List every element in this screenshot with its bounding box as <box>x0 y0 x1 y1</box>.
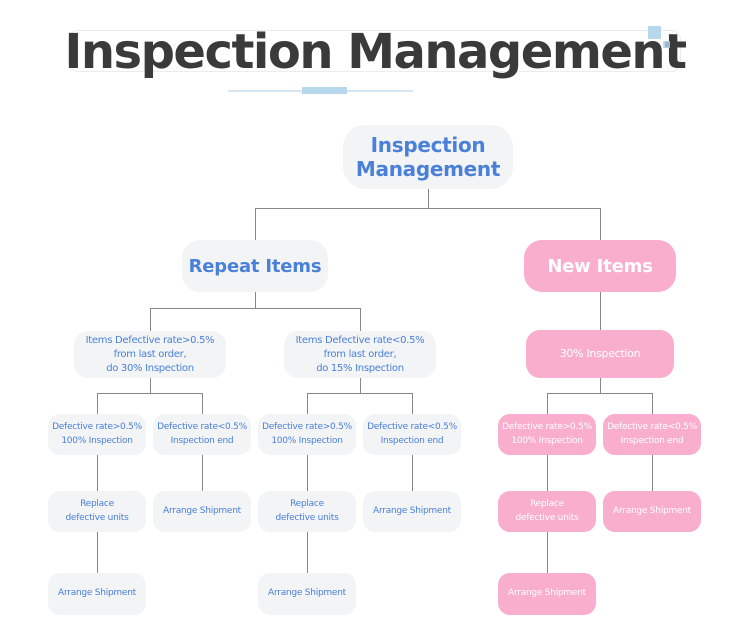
connector-line <box>97 455 98 491</box>
node-repeat-high-rule: Items Defective rate>0.5% from last orde… <box>74 331 226 378</box>
connector-line <box>255 208 601 209</box>
node-inspection-management: Inspection Management <box>343 125 513 189</box>
square-accent-icon <box>648 26 661 39</box>
node-30-inspection: 30% Inspection <box>526 330 674 378</box>
title-underline-accent <box>302 87 347 94</box>
node-defective-high-2: Defective rate>0.5% 100% Inspection <box>258 414 356 455</box>
connector-line <box>255 208 256 240</box>
title-card <box>68 30 681 72</box>
connector-line <box>97 393 98 414</box>
page-title: Inspection Management <box>64 24 687 80</box>
node-repeat-items: Repeat Items <box>182 240 328 292</box>
node-arrange-shipment-5: Arrange Shipment <box>258 573 356 615</box>
node-arrange-shipment-3: Arrange Shipment <box>603 491 701 532</box>
connector-line <box>547 393 653 394</box>
connector-line <box>428 189 429 208</box>
connector-line <box>652 455 653 491</box>
node-arrange-shipment-2: Arrange Shipment <box>363 491 461 532</box>
node-arrange-shipment-6: Arrange Shipment <box>498 573 596 615</box>
connector-line <box>255 292 256 308</box>
connector-line <box>150 308 151 331</box>
connector-line <box>307 393 413 394</box>
node-defective-low-2: Defective rate<0.5% Inspection end <box>363 414 461 455</box>
connector-line <box>547 532 548 573</box>
connector-line <box>360 308 361 331</box>
connector-line <box>412 455 413 491</box>
node-replace-units-3: Replace defective units <box>498 491 596 532</box>
connector-line <box>202 455 203 491</box>
node-repeat-low-rule: Items Defective rate<0.5% from last orde… <box>284 331 436 378</box>
connector-line <box>307 393 308 414</box>
node-arrange-shipment-1: Arrange Shipment <box>153 491 251 532</box>
connector-line <box>202 393 203 414</box>
connector-line <box>150 308 361 309</box>
connector-line <box>547 393 548 414</box>
connector-line <box>307 455 308 491</box>
connector-line <box>97 393 203 394</box>
connector-line <box>652 393 653 414</box>
square-accent-small-icon <box>663 41 670 48</box>
node-replace-units-2: Replace defective units <box>258 491 356 532</box>
node-defective-high-3: Defective rate>0.5% 100% Inspection <box>498 414 596 455</box>
connector-line <box>600 208 601 240</box>
node-replace-units-1: Replace defective units <box>48 491 146 532</box>
connector-line <box>97 532 98 573</box>
connector-line <box>150 378 151 393</box>
connector-line <box>600 292 601 330</box>
node-new-items: New Items <box>524 240 676 292</box>
node-defective-high-1: Defective rate>0.5% 100% Inspection <box>48 414 146 455</box>
node-defective-low-1: Defective rate<0.5% Inspection end <box>153 414 251 455</box>
connector-line <box>547 455 548 491</box>
node-defective-low-3: Defective rate<0.5% Inspection end <box>603 414 701 455</box>
connector-line <box>412 393 413 414</box>
connector-line <box>360 378 361 393</box>
connector-line <box>307 532 308 573</box>
node-arrange-shipment-4: Arrange Shipment <box>48 573 146 615</box>
connector-line <box>600 378 601 393</box>
